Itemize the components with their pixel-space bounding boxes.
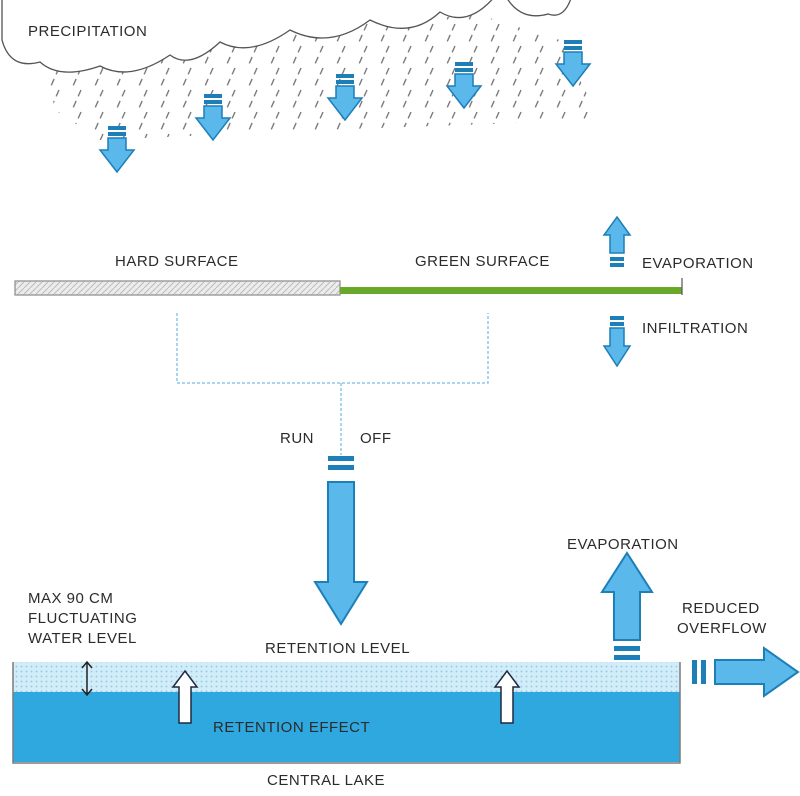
cloud-small (507, 0, 572, 17)
reduced-label: REDUCED (682, 600, 760, 617)
green-surface-bar (340, 287, 682, 294)
central-lake-label: CENTRAL LAKE (267, 772, 385, 789)
infiltration-down-arrow-icon (602, 316, 632, 368)
off-label: OFF (360, 430, 392, 447)
overflow-label: OVERFLOW (677, 620, 767, 637)
rain-arrow-icon (445, 62, 483, 110)
green-surface-label: GREEN SURFACE (415, 253, 550, 270)
lake-fluctuation-zone (13, 662, 680, 692)
runoff-collector (176, 313, 489, 455)
lake-evaporation-up-arrow-icon (600, 551, 654, 660)
retention-up-arrow-icon (171, 669, 199, 724)
infiltration-label: INFILTRATION (642, 320, 748, 337)
retention-effect-label: RETENTION EFFECT (213, 719, 370, 736)
evaporation-lake-label: EVAPORATION (567, 536, 679, 553)
retention-level-label: RETENTION LEVEL (265, 640, 410, 657)
max-depth-label: MAX 90 CM (28, 590, 113, 607)
hard-surface-label: HARD SURFACE (115, 253, 239, 270)
runoff-down-arrow-icon (313, 456, 369, 626)
rain-arrow-icon (326, 74, 364, 122)
lake-basin-outline (12, 662, 681, 764)
rain-arrow-icon (194, 94, 232, 142)
run-label: RUN (280, 430, 314, 447)
evaporation-up-arrow-icon (602, 215, 632, 267)
retention-up-arrow-icon (493, 669, 521, 724)
rain-arrow-icon (554, 40, 592, 88)
fluctuating-label: FLUCTUATING (28, 610, 137, 627)
water-level-label: WATER LEVEL (28, 630, 137, 647)
cloud (1, 0, 493, 73)
fluctuation-range-icon (81, 660, 93, 697)
evaporation-top-label: EVAPORATION (642, 255, 754, 272)
overflow-right-arrow-icon (692, 646, 800, 698)
hard-surface-bar (14, 280, 341, 296)
lake-water (13, 692, 680, 762)
rain-arrow-icon (98, 126, 136, 174)
precipitation-label: PRECIPITATION (28, 23, 147, 40)
